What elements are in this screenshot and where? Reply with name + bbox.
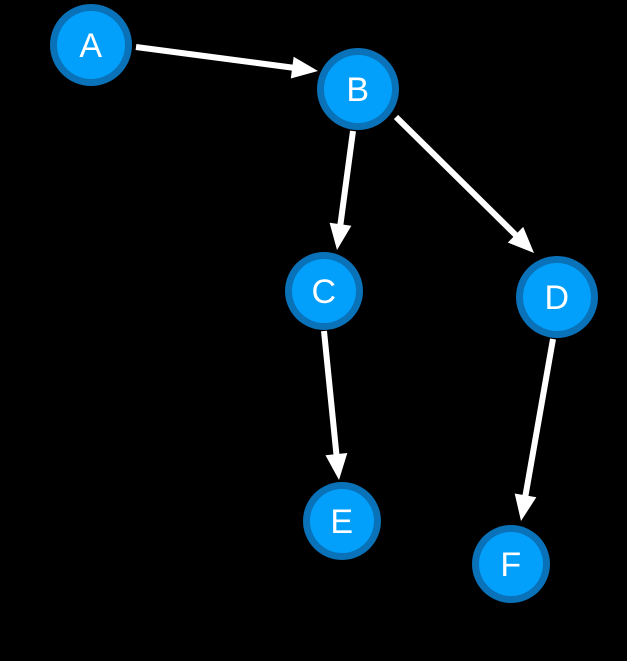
graph-node-a[interactable]: A: [50, 4, 132, 86]
graph-node-c[interactable]: C: [285, 252, 363, 330]
edge-d-to-f[interactable]: [514, 338, 556, 521]
edge-arrowhead-icon: [329, 222, 352, 250]
node-fill: [292, 259, 356, 323]
node-label: E: [330, 503, 353, 541]
edges-layer: [135, 44, 556, 521]
nodes-layer: A B C D E F: [50, 4, 598, 603]
edge-line: [522, 338, 556, 499]
node-fill: [324, 55, 392, 123]
edge-b-to-c[interactable]: [329, 130, 356, 250]
edge-b-to-d[interactable]: [393, 114, 534, 253]
node-label: A: [79, 27, 102, 65]
edge-arrowhead-icon: [290, 56, 318, 79]
edge-a-to-b[interactable]: [135, 44, 318, 79]
edge-line: [321, 330, 340, 458]
node-fill: [479, 532, 543, 596]
graph-node-f[interactable]: F: [472, 525, 550, 603]
graph-node-e[interactable]: E: [303, 482, 381, 560]
node-label: F: [500, 546, 521, 584]
edge-c-to-e[interactable]: [321, 330, 348, 480]
edge-arrowhead-icon: [514, 493, 537, 521]
graph-node-b[interactable]: B: [317, 48, 399, 130]
node-fill: [57, 11, 125, 79]
node-fill: [523, 263, 591, 331]
edge-arrowhead-icon: [507, 226, 534, 253]
node-label: D: [544, 279, 569, 317]
edge-line: [393, 114, 520, 239]
node-label: C: [311, 273, 336, 311]
edge-arrowhead-icon: [325, 453, 348, 480]
node-fill: [310, 489, 374, 553]
edge-line: [135, 44, 296, 71]
graph-node-d[interactable]: D: [516, 256, 598, 338]
edge-line: [337, 130, 356, 228]
node-label: B: [346, 71, 369, 109]
